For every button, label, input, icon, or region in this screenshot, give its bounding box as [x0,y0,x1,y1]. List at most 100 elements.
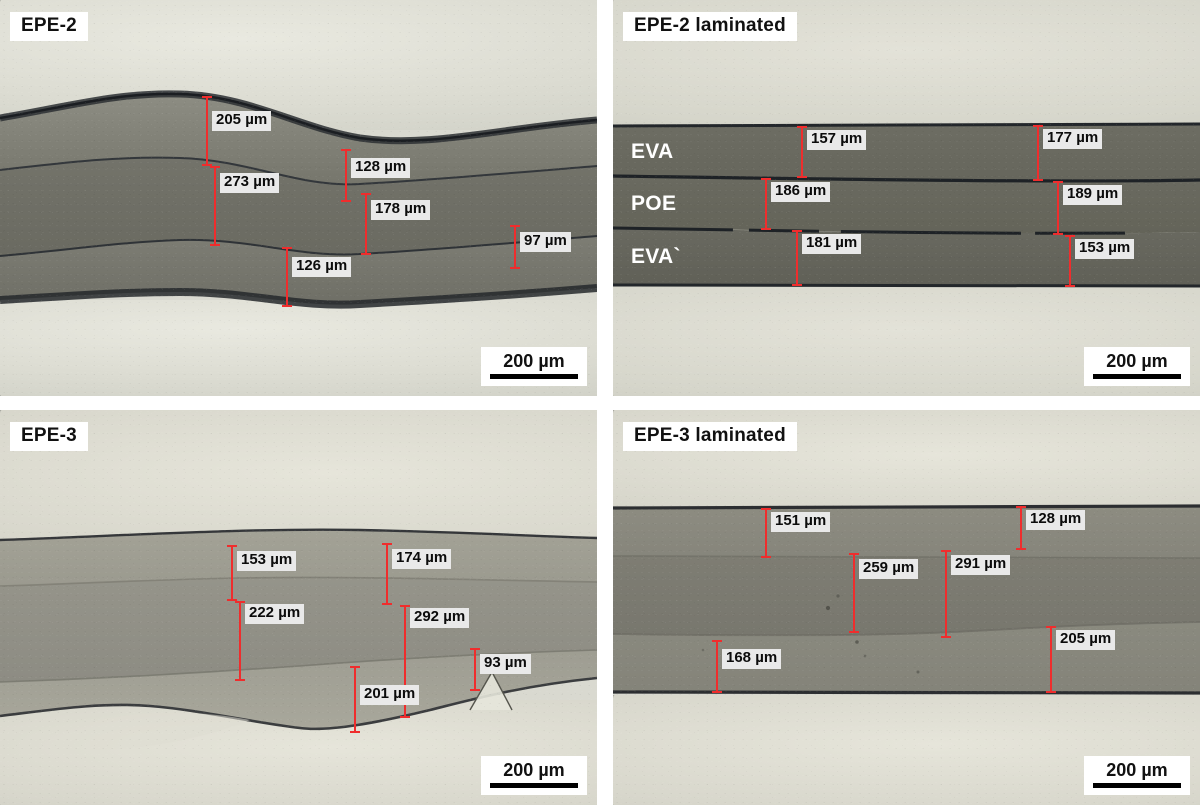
measure-line [1069,235,1071,287]
measure-cap-bottom [712,691,722,693]
panel-title-epe-2-laminated: EPE-2 laminated [623,12,797,41]
resin-top [0,410,597,550]
measure-line [765,508,767,558]
measurement-label: 128 µm [351,158,411,178]
measurement-label: 292 µm [410,608,470,628]
measure-cap-top [470,648,480,650]
measurement-label: 97 µm [520,232,571,252]
measure-cap-top [761,508,771,510]
measure-line [514,225,516,269]
scale-bar-rule [1093,783,1181,788]
panel-epe-2: 205 µm 128 µm 273 µm 178 µm [0,0,597,396]
laminate-stack-epe-3 [0,528,597,750]
measurement-label: 168 µm [722,649,782,669]
measure-cap-bottom [227,599,237,601]
measure-cap-top [849,553,859,555]
measure-cap-bottom [792,284,802,286]
measurement-label: 291 µm [951,555,1011,575]
measure-line [365,193,367,255]
scale-bar-label: 200 µm [1106,760,1168,780]
measure-cap-bottom [235,679,245,681]
measure-cap-top [382,543,392,545]
measure-cap-bottom [210,244,220,246]
measure-line [354,666,356,733]
measure-line [1050,626,1052,693]
layer-label-poe: POE [631,192,677,215]
measure-line [386,543,388,605]
measure-cap-bottom [1033,179,1043,181]
measure-line [214,166,216,246]
scale-bar-epe-2-laminated: 200 µm [1084,347,1190,386]
measure-cap-bottom [510,267,520,269]
scale-bar-label: 200 µm [1106,351,1168,371]
measure-cap-top [1016,506,1026,508]
measurement-label: 205 µm [1056,630,1116,650]
panel-title-epe-3: EPE-3 [10,422,88,451]
measure-cap-top [797,126,807,128]
measure-cap-bottom [1046,691,1056,693]
measurement-label: 189 µm [1063,185,1123,205]
layer-label-eva-top: EVA [631,140,674,163]
measure-cap-bottom [202,164,212,166]
measure-cap-bottom [382,603,392,605]
measure-cap-bottom [282,305,292,307]
measurement-label: 177 µm [1043,129,1103,149]
measure-line [286,247,288,307]
measurement-label: 153 µm [237,551,297,571]
measure-cap-top [400,605,410,607]
measure-line [801,126,803,178]
measure-line [1020,506,1022,550]
measurement-label: 222 µm [245,604,305,624]
measure-cap-top [235,601,245,603]
laminate-stack-epe-2 [0,90,597,309]
measure-line [345,149,347,202]
measure-cap-bottom [1053,233,1063,235]
scale-bar-rule [490,374,578,379]
measure-cap-top [792,230,802,232]
measure-line [716,640,718,693]
measure-cap-top [1065,235,1075,237]
measure-line [765,178,767,230]
panel-epe-3: 153 µm 174 µm 222 µm 292 µm [0,410,597,805]
measure-cap-bottom [1016,548,1026,550]
measurement-label: 259 µm [859,559,919,579]
scale-bar-label: 200 µm [503,351,565,371]
measure-cap-bottom [470,689,480,691]
measure-line [206,96,208,166]
measure-cap-top [510,225,520,227]
measure-line [404,605,406,718]
measurement-label: 178 µm [371,200,431,220]
panel-title-epe-2: EPE-2 [10,12,88,41]
scale-bar-label: 200 µm [503,760,565,780]
micrograph-image-epe-2: 205 µm 128 µm 273 µm 178 µm [0,0,597,396]
measure-cap-bottom [941,636,951,638]
measurement-label: 174 µm [392,549,452,569]
measure-cap-bottom [849,631,859,633]
measure-cap-bottom [350,731,360,733]
scale-bar-epe-3-laminated: 200 µm [1084,756,1190,795]
measurement-label: 126 µm [292,257,352,277]
measurement-label: 186 µm [771,182,831,202]
scale-bar-epe-2: 200 µm [481,347,587,386]
measure-cap-top [361,193,371,195]
measurement-label: 151 µm [771,512,831,532]
micrograph-image-epe-3: 153 µm 174 µm 222 µm 292 µm [0,410,597,805]
measure-cap-top [202,96,212,98]
panel-epe-2-laminated: EVA POE EVA` 157 µm 177 µm 186 µm [613,0,1200,396]
scale-bar-rule [1093,374,1181,379]
measure-line [945,550,947,638]
measurement-label: 153 µm [1075,239,1135,259]
laminate-stack-epe-3-laminated [613,504,1200,695]
measure-cap-bottom [361,253,371,255]
measure-cap-top [227,545,237,547]
measure-cap-top [282,247,292,249]
measurement-label: 157 µm [807,130,867,150]
measure-cap-top [761,178,771,180]
measure-line [239,601,241,681]
measure-cap-top [350,666,360,668]
measure-cap-bottom [400,716,410,718]
measure-line [474,648,476,691]
measure-cap-top [1033,125,1043,127]
layer-label-eva-bottom: EVA` [631,245,681,268]
